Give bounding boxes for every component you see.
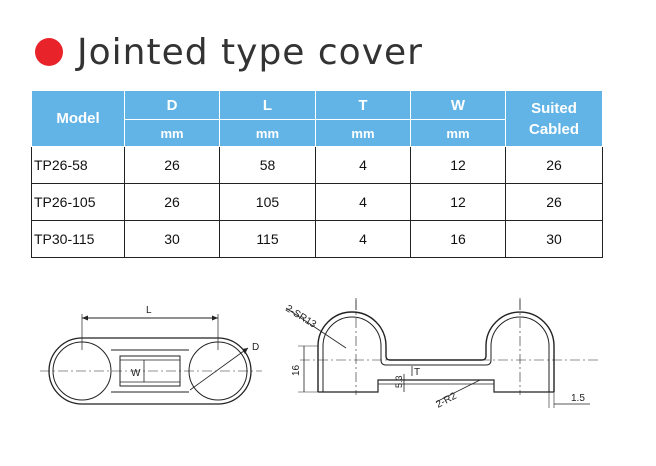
cell-w: 12	[409, 146, 507, 184]
label-t: T	[414, 367, 420, 378]
cell-t: 4	[314, 146, 411, 184]
header-w: W	[409, 90, 507, 120]
header-d: D	[123, 90, 221, 120]
leader-sr13	[285, 307, 347, 349]
page-title: Jointed type cover	[77, 31, 423, 73]
cell-d: 26	[123, 146, 221, 184]
cell-w: 16	[409, 220, 507, 258]
leader-r2	[435, 379, 481, 403]
label-r2: 2-R2	[434, 391, 459, 411]
table-row: TP26-58 26 58 4 12 26	[31, 146, 603, 184]
label-w: W	[131, 368, 141, 379]
arrow-right-icon	[212, 315, 218, 321]
cell-suited: 30	[505, 220, 603, 258]
technical-drawing: L W D 2	[40, 298, 600, 411]
title-row: Jointed type cover	[35, 30, 423, 74]
label-l: L	[146, 305, 152, 316]
inner-profile	[322, 316, 550, 392]
cell-l: 115	[219, 220, 316, 258]
unit-d: mm	[123, 119, 221, 147]
cell-l: 105	[219, 183, 316, 221]
top-view: L W D	[40, 305, 262, 405]
cell-d: 26	[123, 183, 221, 221]
cell-d: 30	[123, 220, 221, 258]
unit-t: mm	[314, 119, 411, 147]
table-row: TP30-115 30 115 4 16 30	[31, 220, 603, 258]
cell-model: TP26-58	[31, 146, 125, 184]
header-t: T	[314, 90, 411, 120]
arrow-icon	[242, 348, 248, 354]
red-bullet-icon	[35, 38, 63, 66]
cell-model: TP26-105	[31, 183, 125, 221]
cell-w: 12	[409, 183, 507, 221]
cell-t: 4	[314, 183, 411, 221]
header-suited-cabled: Suited Cabled	[505, 90, 603, 147]
label-53: 5.3	[394, 375, 404, 388]
cell-l: 58	[219, 146, 316, 184]
arrow-left-icon	[82, 315, 88, 321]
unit-w: mm	[409, 119, 507, 147]
cell-model: TP30-115	[31, 220, 125, 258]
table-row: TP26-105 26 105 4 12 26	[31, 183, 603, 221]
header-suited-line1: Suited	[531, 99, 577, 117]
unit-l: mm	[219, 119, 316, 147]
label-15: 1.5	[571, 393, 585, 404]
bottom-step	[318, 379, 554, 393]
label-16: 16	[291, 364, 302, 376]
cell-suited: 26	[505, 183, 603, 221]
header-model: Model	[31, 90, 125, 147]
cell-t: 4	[314, 220, 411, 258]
label-sr13: 2-SR13	[283, 303, 318, 331]
header-suited-line2: Cabled	[528, 120, 579, 138]
label-d: D	[252, 342, 259, 353]
cell-suited: 26	[505, 146, 603, 184]
header-l: L	[219, 90, 316, 120]
spec-table: Model D L T W Suited Cabled mm mm mm mm …	[31, 90, 603, 258]
side-view: 2-SR13 16 5.3 T 2-R2 1.5	[283, 298, 600, 411]
dimension-line-d	[189, 347, 249, 391]
